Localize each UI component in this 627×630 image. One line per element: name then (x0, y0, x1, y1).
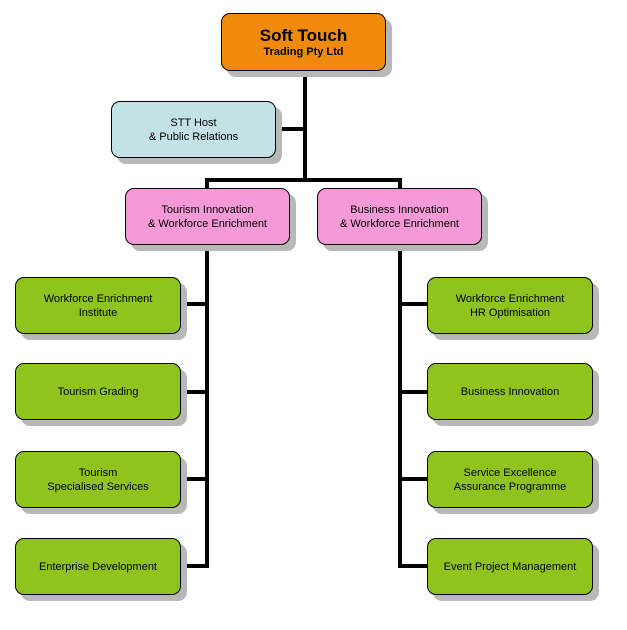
host-label-line2: & Public Relations (148, 130, 239, 143)
unit-label-line2: Assurance Programme (453, 480, 567, 493)
division-node-business: Business Innovation & Workforce Enrichme… (317, 188, 482, 245)
unit-label-line2: HR Optimisation (469, 306, 551, 319)
unit-label-line1: Workforce Enrichment (455, 292, 565, 305)
host-node: STT Host & Public Relations (111, 101, 276, 158)
unit-node-right: Event Project Management (427, 538, 593, 595)
division-label-line1: Tourism Innovation (161, 203, 254, 216)
unit-node-right: Workforce Enrichment HR Optimisation (427, 277, 593, 334)
division-label-line1: Business Innovation (350, 203, 449, 216)
connector-left-branch (180, 302, 209, 306)
connector-right-branch (398, 564, 428, 568)
unit-node-right: Business Innovation (427, 363, 593, 420)
division-label-line2: & Workforce Enrichment (339, 217, 459, 230)
connector-root-trunk (303, 70, 307, 182)
unit-label-line1: Enterprise Development (38, 560, 157, 573)
division-node-tourism: Tourism Innovation & Workforce Enrichmen… (125, 188, 290, 245)
unit-label-line1: Tourism Grading (57, 385, 139, 398)
unit-node-left: Workforce Enrichment Institute (15, 277, 181, 334)
connector-left-branch (180, 390, 209, 394)
unit-label-line1: Service Excellence (463, 466, 557, 479)
unit-label-line1: Workforce Enrichment (43, 292, 153, 305)
root-title: Soft Touch (259, 26, 348, 45)
unit-label-line1: Business Innovation (460, 385, 560, 398)
root-subtitle: Trading Pty Ltd (263, 46, 344, 58)
unit-label-line1: Tourism (78, 466, 118, 479)
unit-node-left: Enterprise Development (15, 538, 181, 595)
connector-divisions-bar (205, 178, 402, 182)
unit-node-right: Service Excellence Assurance Programme (427, 451, 593, 508)
connector-left-branch (180, 564, 209, 568)
unit-label-line2: Institute (78, 306, 118, 319)
connector-right-trunk (398, 245, 402, 568)
connector-left-trunk (205, 245, 209, 568)
host-label-line1: STT Host (170, 116, 217, 129)
division-label-line2: & Workforce Enrichment (147, 217, 267, 230)
connector-host (275, 127, 305, 131)
connector-left-drop (205, 178, 209, 190)
unit-node-left: Tourism Grading (15, 363, 181, 420)
unit-node-left: Tourism Specialised Services (15, 451, 181, 508)
connector-right-branch (398, 390, 428, 394)
root-node: Soft Touch Trading Pty Ltd (221, 13, 386, 71)
connector-left-branch (180, 477, 209, 481)
unit-label-line1: Event Project Management (443, 560, 577, 573)
connector-right-branch (398, 302, 428, 306)
unit-label-line2: Specialised Services (47, 480, 149, 493)
connector-right-drop (398, 178, 402, 190)
connector-right-branch (398, 477, 428, 481)
